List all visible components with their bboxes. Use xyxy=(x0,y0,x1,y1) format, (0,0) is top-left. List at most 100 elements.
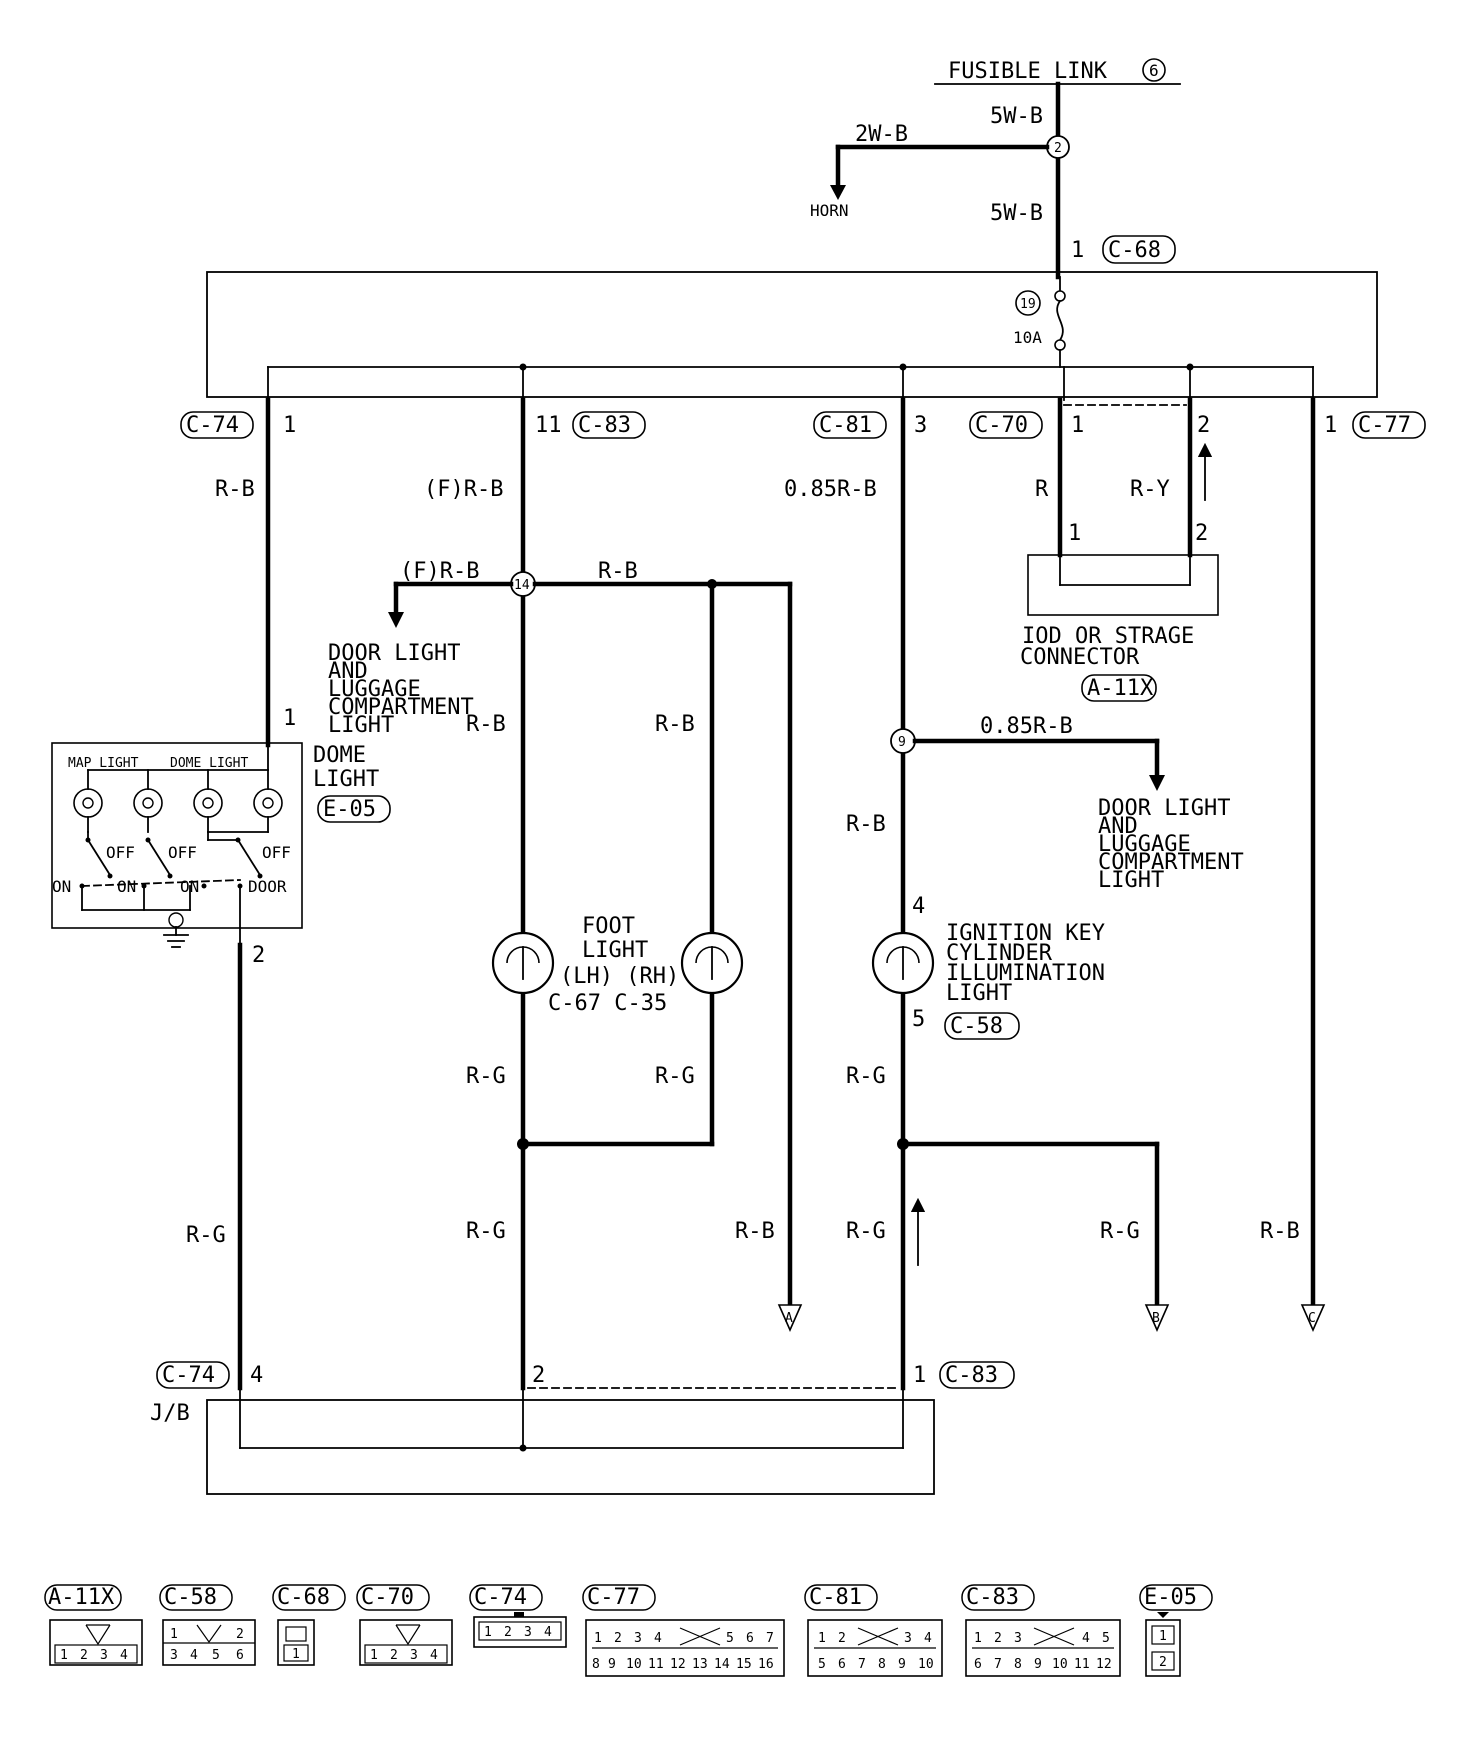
c70-pin1: 1 xyxy=(1071,413,1084,438)
bottom-c83-pin: 1 xyxy=(913,1363,926,1388)
pin: 7 xyxy=(766,1631,774,1646)
pin: 2 xyxy=(838,1631,846,1646)
bulb-2 xyxy=(133,769,163,833)
door-light-1-line4: COMPARTMENT xyxy=(328,695,474,720)
door-light-2-line3: LUGGAGE xyxy=(1098,832,1191,857)
door-light-2-line2: AND xyxy=(1098,814,1138,839)
pin: 15 xyxy=(736,1657,752,1672)
dome-light: 1 MAP LIGHT DOME LIGHT xyxy=(51,706,391,1391)
pin: 11 xyxy=(648,1657,664,1672)
pin: 4 xyxy=(544,1625,552,1640)
pin: 5 xyxy=(1102,1631,1110,1646)
door-light-1-line3: LUGGAGE xyxy=(328,677,421,702)
wire-ry: R-Y xyxy=(1130,477,1170,502)
wire-f-rb-branch: (F)R-B xyxy=(400,559,479,584)
wire-rg-lh: R-G xyxy=(466,1064,506,1089)
pin: 2 xyxy=(504,1625,512,1640)
conn-c58-name: C-58 xyxy=(164,1585,217,1610)
c77-label: C-77 xyxy=(1358,413,1411,438)
term-a: A xyxy=(785,1311,793,1326)
fusible-link-label: FUSIBLE LINK xyxy=(948,59,1108,84)
conn-c77-name: C-77 xyxy=(587,1585,640,1610)
bulb-1 xyxy=(73,769,103,833)
door-light-2-line5: LIGHT xyxy=(1098,868,1164,893)
ign-line1: IGNITION KEY xyxy=(946,921,1105,946)
bottom-jb: C-74 4 J/B 2 1 C-83 xyxy=(150,1361,1015,1495)
pin: 2 xyxy=(236,1627,244,1642)
pin: 3 xyxy=(524,1625,532,1640)
pin: 8 xyxy=(1014,1657,1022,1672)
c68-label: C-68 xyxy=(1108,238,1161,263)
conn-face-c58: C-58 1 2 3 4 5 6 xyxy=(159,1584,256,1666)
pin: 6 xyxy=(974,1657,982,1672)
foot-line2: LIGHT xyxy=(582,938,648,963)
bulb-4 xyxy=(253,769,283,833)
ignition-key-light: 4 5 IGNITION KEY CYLINDER ILLUMINATION L… xyxy=(846,894,1300,1308)
c83-top-pin: 11 xyxy=(535,413,562,438)
wire-rg-mid: R-G xyxy=(466,1219,506,1244)
conn-face-c83: C-83 1 2 3 4 5 6 7 8 9 10 11 12 xyxy=(961,1584,1121,1677)
ign-line2: CYLINDER xyxy=(946,941,1053,966)
dome-title-1: DOME xyxy=(313,743,366,768)
pin: 3 xyxy=(170,1648,178,1663)
c70-pin2: 2 xyxy=(1197,413,1210,438)
iod-box xyxy=(1027,554,1219,616)
pin: 11 xyxy=(1074,1657,1090,1672)
c81-label: C-81 xyxy=(819,413,872,438)
conn-e05-name: E-05 xyxy=(1144,1585,1197,1610)
iod-connector: 1 2 IOD OR STRAGE CONNECTOR A-11X xyxy=(1020,521,1219,702)
pin: 3 xyxy=(100,1648,108,1663)
conn-face-c68: C-68 1 xyxy=(272,1584,346,1666)
dome-pin2: 2 xyxy=(252,943,265,968)
junction-9-label: 9 xyxy=(898,735,906,750)
bottom-pin2: 2 xyxy=(532,1363,545,1388)
pin: 5 xyxy=(818,1657,826,1672)
pin: 7 xyxy=(858,1657,866,1672)
conn-c74-name: C-74 xyxy=(474,1585,527,1610)
conn-c68-name: C-68 xyxy=(277,1585,330,1610)
terminators: A B C xyxy=(777,1304,1326,1332)
conn-c81-name: C-81 xyxy=(809,1585,862,1610)
pin: 1 xyxy=(594,1631,602,1646)
pin: 4 xyxy=(654,1631,662,1646)
fuse-number: 19 xyxy=(1020,297,1036,312)
conn-face-a11x: A-11X 1 2 3 4 xyxy=(44,1584,143,1666)
pin: 9 xyxy=(898,1657,906,1672)
wire-rb-foot-rh: R-B xyxy=(655,712,695,737)
pin: 10 xyxy=(918,1657,934,1672)
door-light-1-line5: LIGHT xyxy=(328,713,394,738)
fuse-amp: 10A xyxy=(1013,328,1042,347)
wire-label-5wb-mid: 5W-B xyxy=(990,201,1043,226)
switch-on-2: ON xyxy=(117,877,136,896)
bottom-c74: C-74 xyxy=(162,1363,215,1388)
door-light-2-line4: COMPARTMENT xyxy=(1098,850,1244,875)
ign-pin5: 5 xyxy=(912,1007,925,1032)
c70-label: C-70 xyxy=(975,413,1028,438)
pin: 4 xyxy=(1082,1631,1090,1646)
conn-face-c81: C-81 1 2 3 4 5 6 7 8 9 10 xyxy=(804,1584,943,1677)
iod-line2: CONNECTOR xyxy=(1020,645,1140,670)
pin: 3 xyxy=(410,1648,418,1663)
conn-face-e05: E-05 1 2 xyxy=(1139,1584,1213,1677)
pin: 9 xyxy=(1034,1657,1042,1672)
switch-off-2: OFF xyxy=(168,843,197,862)
pin: 9 xyxy=(608,1657,616,1672)
connector-faces: A-11X 1 2 3 4 C-58 1 2 3 4 5 6 C-68 xyxy=(44,1584,1213,1677)
jb-label: J/B xyxy=(150,1401,190,1426)
dome-light-inner-label: DOME LIGHT xyxy=(170,756,248,771)
wire-f-rb: (F)R-B xyxy=(424,477,503,502)
map-light-label: MAP LIGHT xyxy=(68,756,139,771)
junction-2-label: 2 xyxy=(1054,141,1062,156)
wire-label-5wb-top: 5W-B xyxy=(990,104,1043,129)
door-light-1-line2: AND xyxy=(328,659,368,684)
jb-output-labels: C-74 1 11 C-83 C-81 3 C-70 1 2 1 C-77 xyxy=(180,411,1426,439)
pin: 10 xyxy=(626,1657,642,1672)
term-b: B xyxy=(1152,1311,1160,1326)
pin: 16 xyxy=(758,1657,774,1672)
foot-lights: FOOT LIGHT (LH) (RH) C-67 C-35 R-G R-G R… xyxy=(466,914,775,1244)
conn-c83-name: C-83 xyxy=(966,1585,1019,1610)
wire-rb-c: R-B xyxy=(1260,1219,1300,1244)
conn-c70-name: C-70 xyxy=(361,1585,414,1610)
ign-conn: C-58 xyxy=(950,1014,1003,1039)
pin: 2 xyxy=(80,1648,88,1663)
